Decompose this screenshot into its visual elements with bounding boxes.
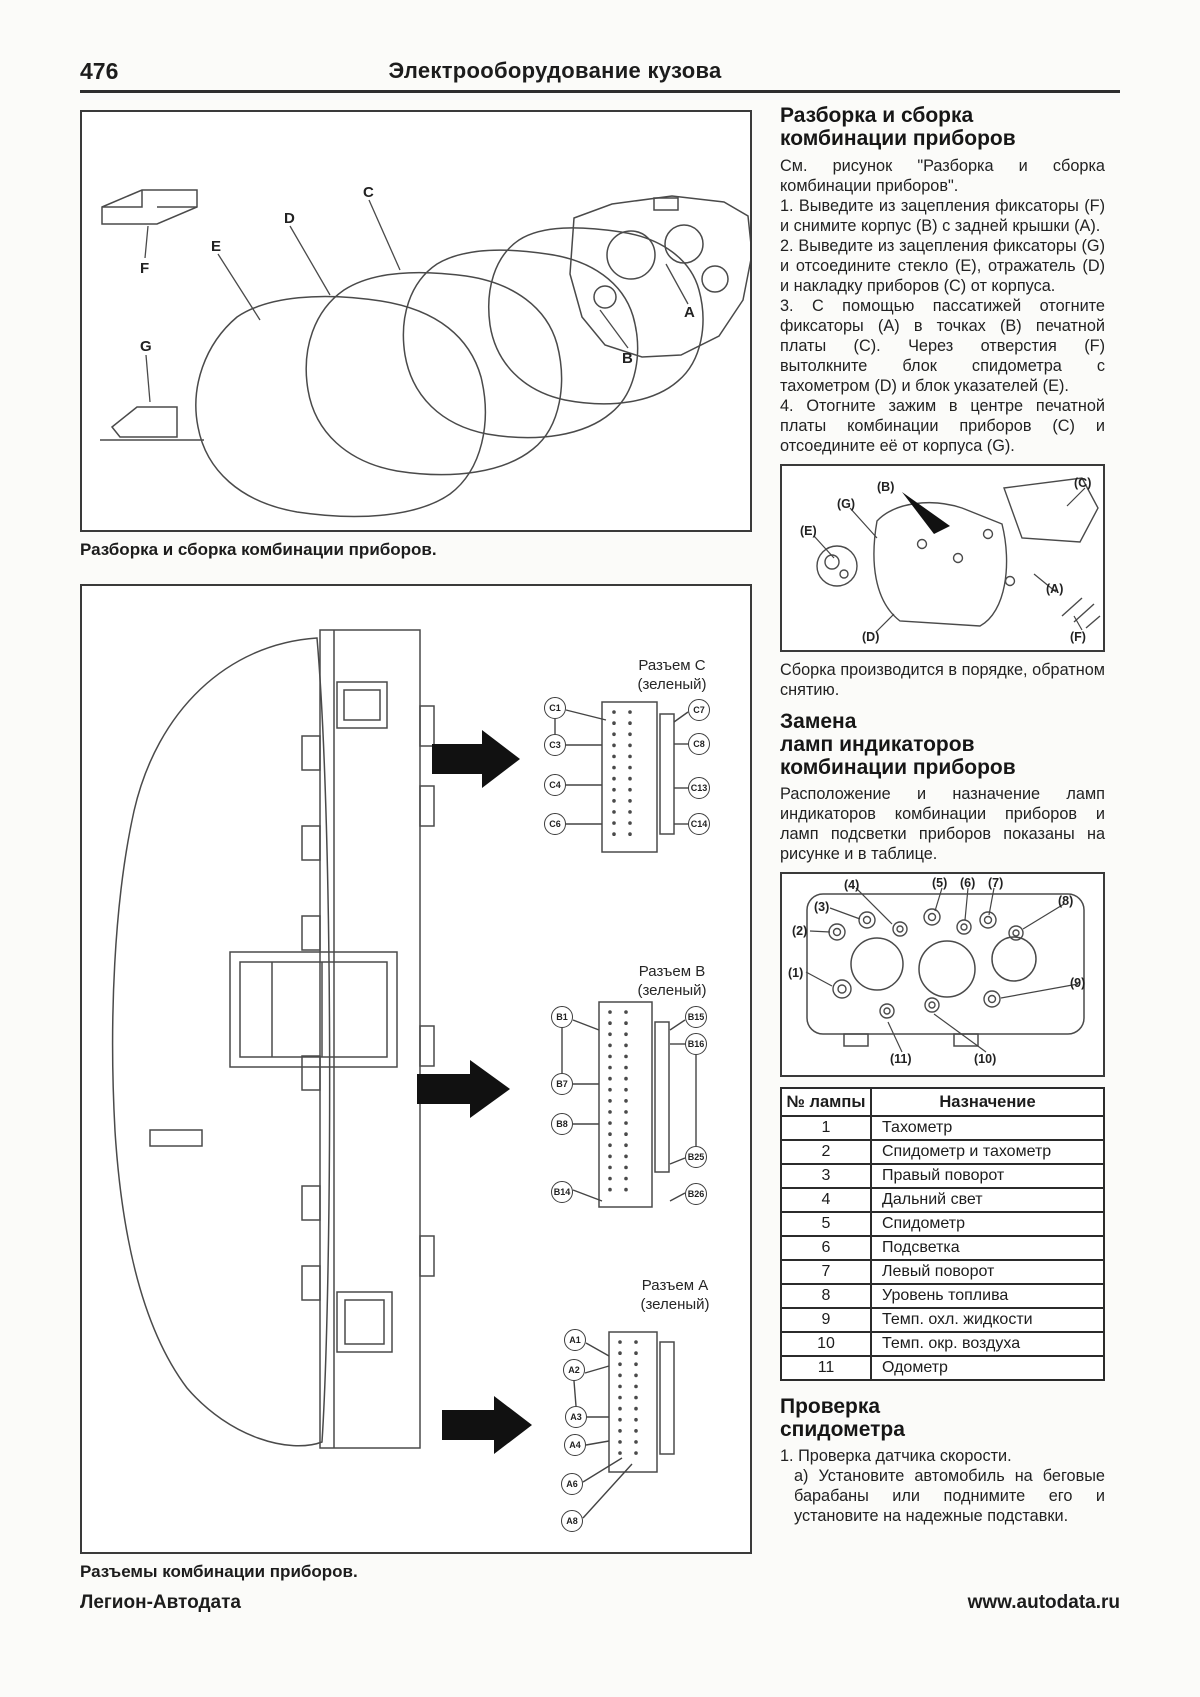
- part-label-e: E: [211, 238, 222, 255]
- lamp-callout: (2): [792, 924, 808, 938]
- figure-disassembly: A B C D E F G: [80, 110, 752, 532]
- part-label-f: F: [140, 260, 150, 277]
- lamp-callout: (9): [1070, 976, 1086, 990]
- connector-pin: C4: [544, 774, 566, 796]
- footer-brand: Легион-Автодата: [80, 1592, 241, 1613]
- connector-pin: B25: [685, 1146, 707, 1168]
- col-header-lamp-number: № лампы: [780, 1087, 872, 1117]
- connector-pin: C14: [688, 813, 710, 835]
- figure-caption-disassembly: Разборка и сборка комбинации приборов.: [80, 540, 437, 559]
- connector-pin: A3: [565, 1406, 587, 1428]
- connector-pin: B1: [551, 1006, 573, 1028]
- cover-label-c: (C): [1074, 476, 1092, 490]
- connectors-art: [111, 629, 697, 1519]
- connector-a-title: Разъем A (зеленый): [640, 1277, 710, 1313]
- lamp-callout: (11): [890, 1052, 912, 1066]
- lamp-callout: (3): [814, 900, 830, 914]
- part-label-a: A: [684, 304, 695, 321]
- connector-pin: A6: [561, 1473, 583, 1495]
- connector-pin: B8: [551, 1113, 573, 1135]
- connector-pin: B15: [685, 1006, 707, 1028]
- lamp-callout: (8): [1058, 894, 1074, 908]
- connector-pin: B7: [551, 1073, 573, 1095]
- lamp-callout: (6): [960, 876, 976, 890]
- connector-pin: A4: [564, 1434, 586, 1456]
- cover-label-a: (A): [1046, 582, 1064, 596]
- section-title-speedometer: Проверка спидометра: [780, 1395, 905, 1441]
- speedometer-step-1: 1. Проверка датчика скорости.: [780, 1447, 1012, 1465]
- lamp-callout: (1): [788, 966, 804, 980]
- connector-pin: C1: [544, 697, 566, 719]
- lamp-callout: (5): [932, 876, 948, 890]
- step-4: 4. Отогните зажим в центре печатной плат…: [780, 397, 1105, 455]
- col-header-purpose: Назначение: [870, 1087, 1105, 1117]
- page-number: 476: [80, 58, 119, 84]
- lamp-callout: (4): [844, 878, 860, 892]
- cover-label-f: (F): [1070, 630, 1086, 644]
- assembly-note: Сборка производится в порядке, обратном …: [780, 661, 1105, 699]
- part-label-b: B: [622, 350, 633, 367]
- paragraph-lamps-intro: Расположение и назначение ламп индикатор…: [780, 785, 1105, 863]
- lamp-callout: (10): [974, 1052, 997, 1066]
- part-label-g: G: [140, 338, 152, 355]
- disassembly-art: [100, 189, 750, 518]
- connector-pin: B26: [685, 1183, 707, 1205]
- connector-pin: A8: [561, 1510, 583, 1532]
- header-rule: [80, 90, 1120, 93]
- connector-pin: C13: [688, 777, 710, 799]
- lamp-locations-art: [805, 887, 1085, 1053]
- connector-pin: C6: [544, 813, 566, 835]
- connector-pin: C8: [688, 733, 710, 755]
- figure-caption-connectors: Разъемы комбинации приборов.: [80, 1562, 358, 1581]
- connector-pin: C3: [544, 734, 566, 756]
- pin-leader-lines: [554, 709, 697, 1519]
- speedometer-step-1a: а) Установите автомобиль на беговые бара…: [794, 1467, 1105, 1525]
- step-2: 2. Выведите из зацепления фиксаторы (G) …: [780, 237, 1105, 295]
- connector-b-title: Разъем B (зеленый): [637, 963, 707, 999]
- part-label-d: D: [284, 210, 295, 227]
- figure-board-removal: (B) (G) (C) (E) (A) (D) (F): [780, 464, 1105, 652]
- lamp-callout: (7): [988, 876, 1004, 890]
- figure-lamp-locations: (1) (2) (3) (4) (5) (6) (7) (8) (9) (10)…: [780, 872, 1105, 1077]
- leader-lines: [144, 199, 689, 403]
- step-1: 1. Выведите из зацепления фиксаторы (F) …: [780, 197, 1105, 235]
- cover-label-g: (G): [837, 497, 856, 511]
- connector-pin: B16: [685, 1033, 707, 1055]
- section-title-lamps: Замена ламп индикаторов комбинации прибо…: [780, 710, 1016, 779]
- cover-label-d: (D): [862, 630, 880, 644]
- page-title: Электрооборудование кузова: [388, 58, 722, 83]
- cover-label-e: (E): [800, 524, 817, 538]
- footer-url: www.autodata.ru: [967, 1592, 1120, 1613]
- connector-pin: A2: [563, 1359, 585, 1381]
- step-3: 3. С помощью пассатижей отогните фиксато…: [780, 297, 1105, 395]
- section-title-disassembly: Разборка и сборка комбинации приборов: [780, 104, 1016, 150]
- arrow-icon: [417, 730, 532, 1454]
- connector-pin: B14: [551, 1181, 573, 1203]
- part-label-c: C: [363, 184, 374, 201]
- connector-pin: A1: [564, 1329, 586, 1351]
- figure-connectors: Разъем C (зеленый) Разъем B (зеленый) Ра…: [80, 584, 752, 1554]
- right-column: Разборка и сборка комбинации приборов См…: [780, 104, 1105, 1526]
- board-removal-art: [813, 477, 1101, 633]
- table-header-row: № лампы Назначение: [780, 1087, 1105, 1117]
- connector-pin: C7: [688, 699, 710, 721]
- connector-c-title: Разъем C (зеленый): [637, 657, 707, 693]
- cover-label-b: (B): [877, 480, 895, 494]
- paragraph-intro: См. рисунок "Разборка и сборка комбинаци…: [780, 157, 1105, 195]
